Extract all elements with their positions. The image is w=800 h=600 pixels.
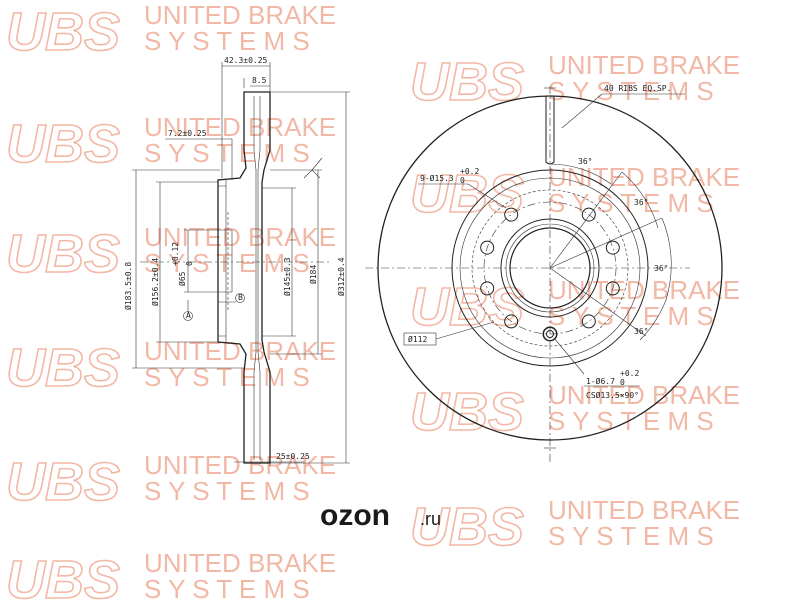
- pcd-leader: [435, 321, 495, 340]
- watermark-line1: UNITED BRAKE: [144, 112, 336, 142]
- watermark-logo: UBS: [6, 2, 120, 62]
- small-hole-note: 1-Ø6.7: [586, 376, 615, 386]
- center-bore: [218, 229, 233, 293]
- watermark-line2: S Y S T E M S: [548, 406, 714, 436]
- watermark-line2: S Y S T E M S: [548, 521, 714, 551]
- bolt-hole: [581, 314, 596, 329]
- watermark-line2: S Y S T E M S: [144, 26, 310, 56]
- watermark-logo: UBS: [410, 497, 524, 557]
- watermark-line2: S Y S T E M S: [144, 476, 310, 506]
- countersink-note: CSØ13.5×90°: [586, 390, 639, 400]
- angle-label-1: 36°: [578, 157, 592, 166]
- dim-center-tol-upper: +0.12: [171, 242, 180, 266]
- front-view: 40 RIBS EQ.SP. 9-Ø15.3 +0.2 0 36° 36° 36…: [365, 84, 723, 462]
- ribs-note: 40 RIBS EQ.SP.: [604, 84, 671, 93]
- cooling-channel: [253, 96, 257, 460]
- dim-width-bottom: 25±0.25: [276, 452, 310, 461]
- dim-outer-hat: Ø183.5±0.8: [123, 262, 133, 310]
- ozon-logo: ozon .ru: [320, 499, 441, 532]
- small-hole-tol-lower: 0: [620, 378, 625, 387]
- dim-inner-hat: Ø156.2±0.4: [150, 258, 160, 306]
- angle-arc-1: [549, 163, 612, 185]
- watermark-line2: S Y S T E M S: [548, 301, 714, 331]
- angle-arc-3: [661, 217, 672, 301]
- watermark-line2: S Y S T E M S: [144, 574, 310, 600]
- angle-label-4: 36°: [634, 327, 648, 336]
- watermark-logo: UBS: [410, 164, 524, 224]
- cooling-channel-inner: [257, 96, 261, 460]
- watermark-line1: UNITED BRAKE: [144, 336, 336, 366]
- watermark-logo: UBS: [410, 277, 524, 337]
- dim-312: Ø312±0.4: [336, 257, 346, 296]
- watermark-logo: UBS: [410, 52, 524, 112]
- watermark-logo: UBS: [6, 114, 120, 174]
- bolt-hole: [581, 207, 596, 222]
- angle-arc-4: [639, 299, 667, 341]
- datum-a: A: [186, 311, 191, 320]
- brand-name: ozon: [320, 499, 390, 532]
- watermark-line2: S Y S T E M S: [144, 362, 310, 392]
- angle-arc-2: [621, 171, 659, 229]
- small-hole-leader: [553, 337, 585, 375]
- dim-hub-thickness: 7.2±0.25: [168, 129, 207, 138]
- dim-center-tol-lower: 0: [185, 261, 194, 266]
- watermark-line1: UNITED BRAKE: [548, 495, 740, 525]
- watermark-line1: UNITED BRAKE: [548, 50, 740, 80]
- watermark-logo: UBS: [6, 338, 120, 398]
- bolt-hole: [605, 281, 620, 296]
- datum-b-marker: [235, 293, 245, 303]
- dim-145: Ø145±0.3: [282, 257, 292, 296]
- watermark-line1: UNITED BRAKE: [144, 450, 336, 480]
- angle-label-2: 36°: [634, 198, 648, 207]
- brand-domain: .ru: [420, 509, 441, 529]
- datum-a-marker: [183, 311, 193, 321]
- watermark-line1: UNITED BRAKE: [144, 548, 336, 578]
- watermark-logo: UBS: [6, 224, 120, 284]
- watermark-line1: UNITED BRAKE: [548, 380, 740, 410]
- holes-tol-lower: 0: [460, 176, 465, 185]
- angle-label-3: 36°: [654, 264, 668, 273]
- dim-184: Ø184: [308, 265, 318, 284]
- bolt-hole: [504, 207, 519, 222]
- holes-note: 9-Ø15.3: [420, 173, 454, 183]
- holes-leader: [467, 183, 507, 209]
- watermark-logo: UBS: [6, 550, 120, 600]
- bolt-hole: [605, 240, 620, 255]
- side-view: 42.3±0.25 8.5 7.2±0.25 Ø183.5±0.8 Ø156.2…: [123, 56, 350, 466]
- dim-center: Ø65: [177, 271, 187, 286]
- watermark-line2: S Y S T E M S: [144, 248, 310, 278]
- dim-thickness-top: 8.5: [252, 76, 267, 85]
- ribs-leader: [561, 93, 603, 129]
- pcd-label: Ø112: [408, 334, 427, 344]
- watermark-line1: UNITED BRAKE: [548, 162, 740, 192]
- surface-finish-symbol: [303, 157, 323, 179]
- watermark-line1: UNITED BRAKE: [144, 222, 336, 252]
- bolt-hole: [480, 240, 495, 255]
- hat-inner: [218, 180, 227, 342]
- watermark-line2: S Y S T E M S: [144, 138, 310, 168]
- bolt-hole: [480, 281, 495, 296]
- small-hole-tol-upper: +0.2: [620, 369, 639, 378]
- watermark-logo: UBS: [6, 452, 120, 512]
- holes-tol-upper: +0.2: [460, 167, 479, 176]
- watermark-line1: UNITED BRAKE: [144, 0, 336, 30]
- bolt-hole: [504, 314, 519, 329]
- datum-b: B: [238, 293, 243, 302]
- dim-width-top: 42.3±0.25: [224, 56, 268, 65]
- watermark-logo: UBS: [410, 382, 524, 442]
- watermark-line2: S Y S T E M S: [548, 76, 714, 106]
